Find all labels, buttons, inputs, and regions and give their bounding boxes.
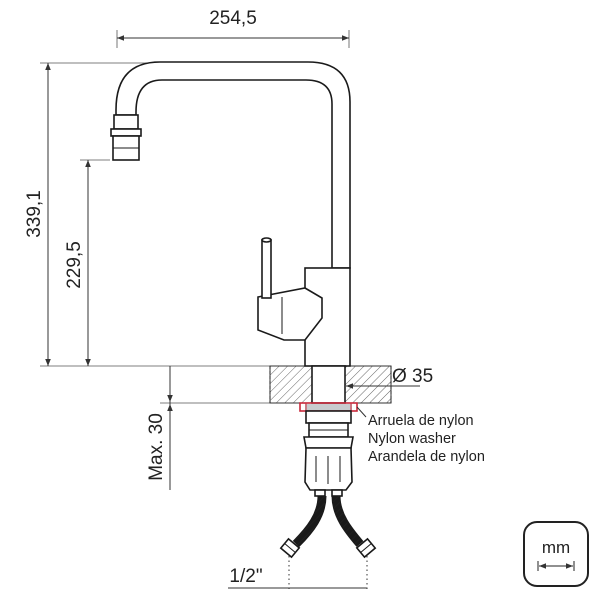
countertop-section: [269, 365, 392, 404]
faucet-spout: [110, 61, 351, 269]
spout-height-dimension: 229,5: [64, 159, 110, 366]
measure-arrow-icon: [537, 561, 575, 571]
spout-height-value: 229,5: [64, 241, 85, 289]
total-height-dimension: 339,1: [24, 62, 270, 367]
width-dimension: 254,5: [116, 8, 350, 48]
units-label: mm: [542, 538, 570, 557]
washer-label-es: Arandela de nylon: [368, 449, 485, 465]
washer-label-en: Nylon washer: [368, 431, 456, 447]
faucet-body: [257, 237, 351, 404]
flexible-hoses: [279, 495, 377, 559]
hole-diameter-dimension: Ø 35: [346, 366, 433, 389]
hole-diameter-value: Ø 35: [392, 366, 433, 387]
units-badge: mm: [523, 521, 589, 587]
mounting-nut: [303, 410, 354, 497]
width-value: 254,5: [209, 8, 257, 29]
total-height-value: 339,1: [24, 190, 45, 238]
hose-thread-dimension: 1/2": [228, 556, 368, 590]
washer-label-pt: Arruela de nylon: [368, 413, 474, 429]
hose-thread-value: 1/2": [229, 566, 262, 587]
max-thickness-value: Max. 30: [146, 413, 167, 481]
